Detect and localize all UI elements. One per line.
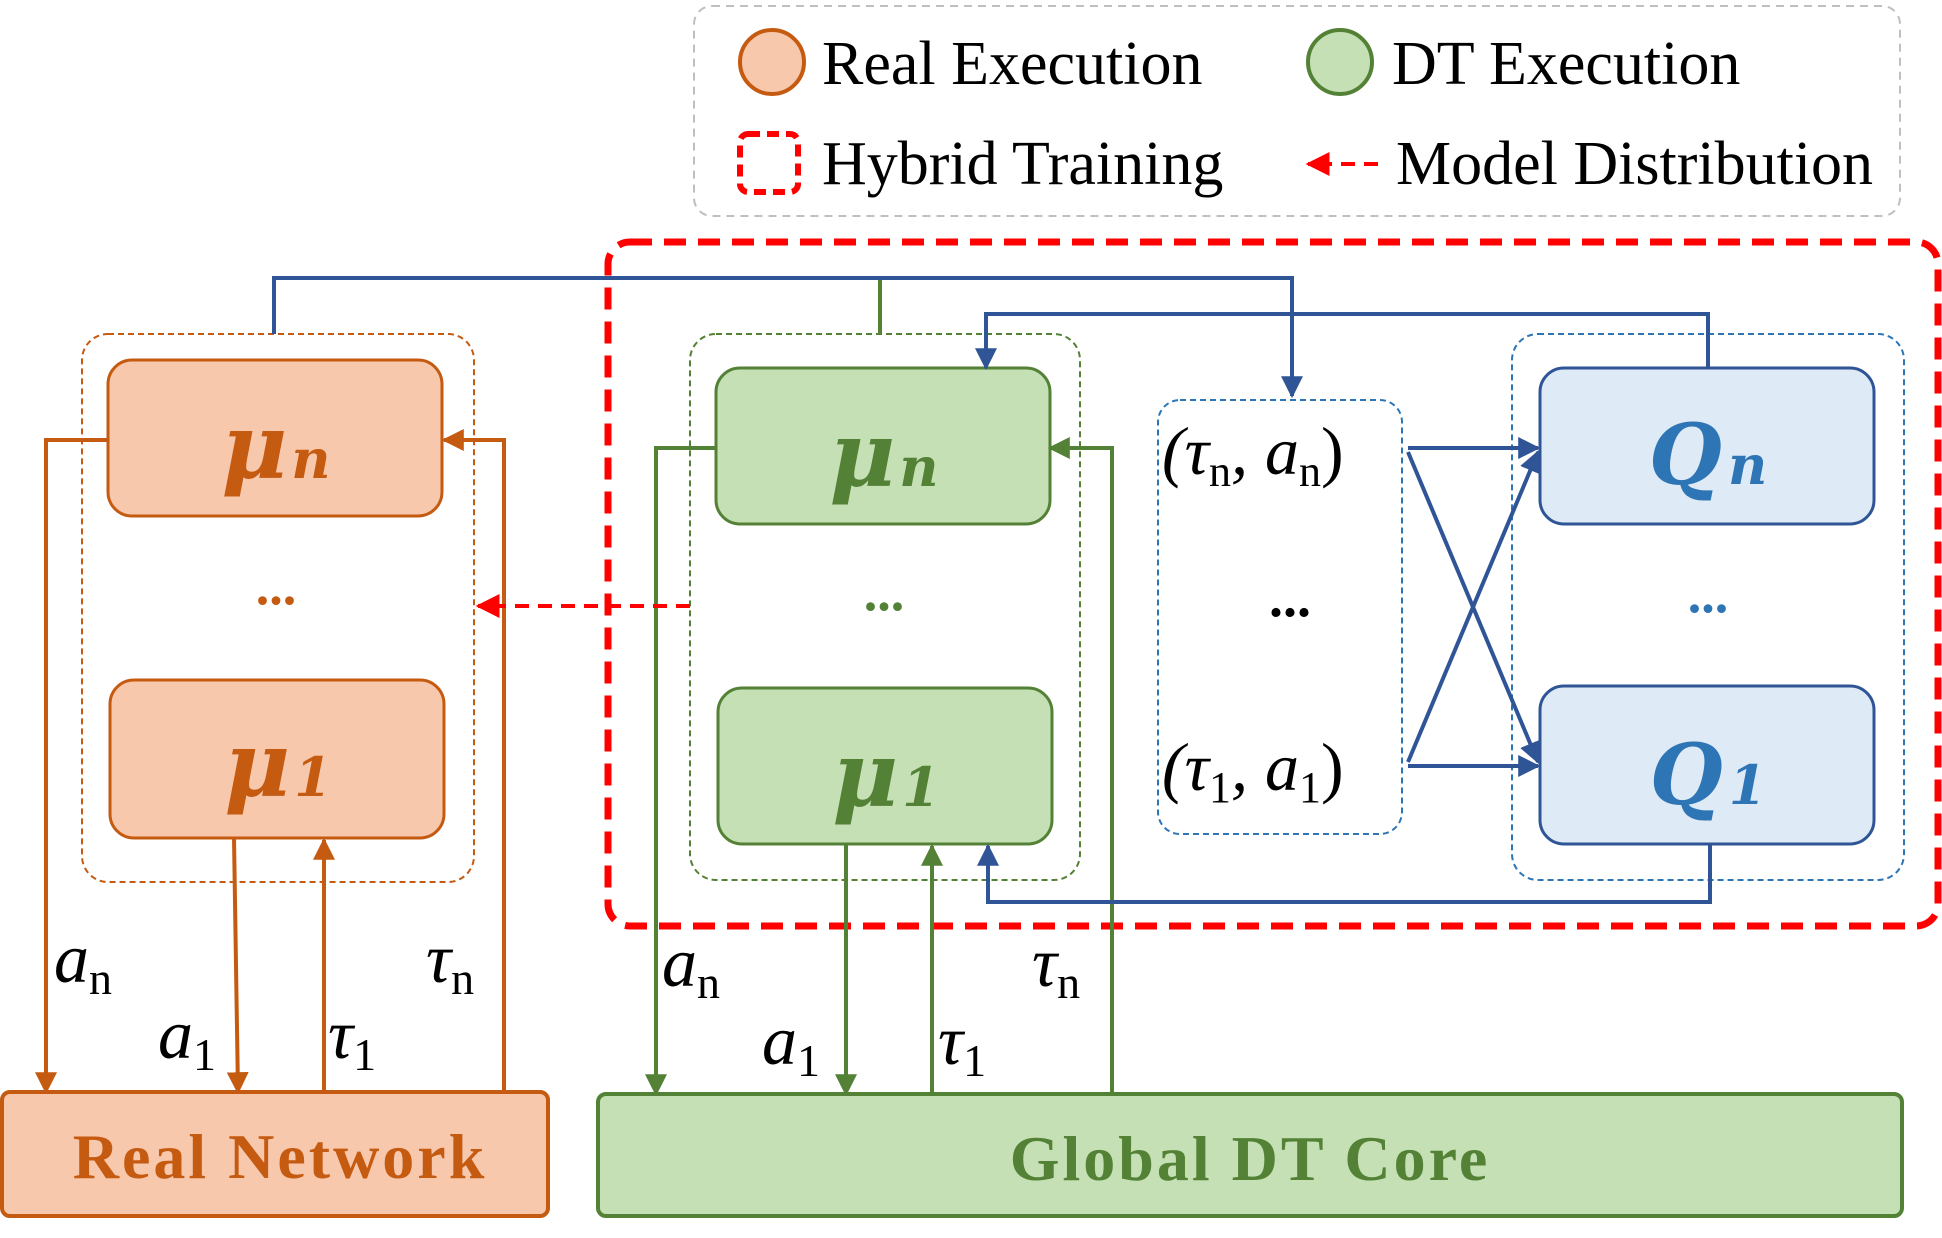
legend-real-execution: Real Execution: [822, 30, 1202, 98]
real-actors-ellipsis: ...: [256, 556, 297, 616]
legend-dt-execution: DT Execution: [1392, 30, 1740, 98]
qn-to-mun-arrow: [975, 312, 1710, 371]
legend-hybrid-training: Hybrid Training: [822, 130, 1223, 198]
real-a1-arrow: [226, 837, 249, 1095]
real-network-box: [0, 1090, 550, 1218]
real-actors-frame: [81, 333, 475, 883]
replay-buffer-frame: [1157, 399, 1403, 835]
global-dt-core-box: [596, 1092, 1904, 1218]
real-actor-1-label: μ1: [224, 712, 331, 818]
dt-actor-1: [716, 686, 1054, 846]
real-actor-1: [108, 678, 446, 840]
real-actor-n-label: μn: [221, 394, 330, 500]
dt-execution-group: μn ... μ1 Global DT Core an a1 τ1 τn: [596, 333, 1904, 1218]
real-an-label: an: [54, 921, 112, 1004]
pair1-to-qn-arrow: [1406, 449, 1541, 763]
dt-actors-ellipsis: ...: [864, 562, 905, 622]
real-tau1-label: τ1: [328, 997, 376, 1080]
real-network-label: Real Network: [73, 1121, 488, 1192]
real-to-buffer-arrow: [272, 276, 1303, 399]
dt-tau1-label: τ1: [938, 1003, 986, 1086]
real-taun-label: τn: [426, 921, 474, 1004]
dt-actor-1-label: μ1: [832, 722, 939, 828]
critics-ellipsis: ...: [1688, 564, 1729, 624]
buffer-ellipsis: ...: [1269, 567, 1311, 629]
buffer-pair-1: (τ1, a1): [1162, 729, 1344, 812]
dt-actors-frame: [689, 333, 1081, 881]
real-a1-label: a1: [158, 997, 216, 1080]
real-an-arrow: [35, 438, 108, 1095]
dt-execution-swatch: [1306, 28, 1374, 96]
real-execution-group: μn ... μ1 Real Network an a1 τ1 τn: [0, 333, 550, 1218]
q1-to-mu1-arrow: [977, 843, 1712, 904]
legend-model-distribution: Model Distribution: [1396, 130, 1873, 198]
replay-buffer-group: (τn, an) ... (τ1, a1): [1157, 399, 1403, 835]
dt-a1-label: a1: [762, 1003, 820, 1086]
hybrid-training-swatch: [737, 131, 801, 195]
buffer-pair-n: (τn, an): [1162, 413, 1344, 496]
dt-actor-n-label: μn: [829, 402, 938, 508]
hybrid-training-region: [604, 238, 1942, 930]
real-execution-swatch: [738, 28, 806, 96]
dt-an-label: an: [662, 925, 720, 1008]
dt-an-arrow: [645, 446, 716, 1097]
dt-taun-label: τn: [1032, 925, 1080, 1008]
global-dt-core-label: Global DT Core: [1010, 1123, 1491, 1194]
real-taun-arrow: [441, 429, 506, 1092]
legend: Real Execution DT Execution Hybrid Train…: [693, 5, 1901, 217]
dt-taun-arrow: [1047, 437, 1114, 1094]
